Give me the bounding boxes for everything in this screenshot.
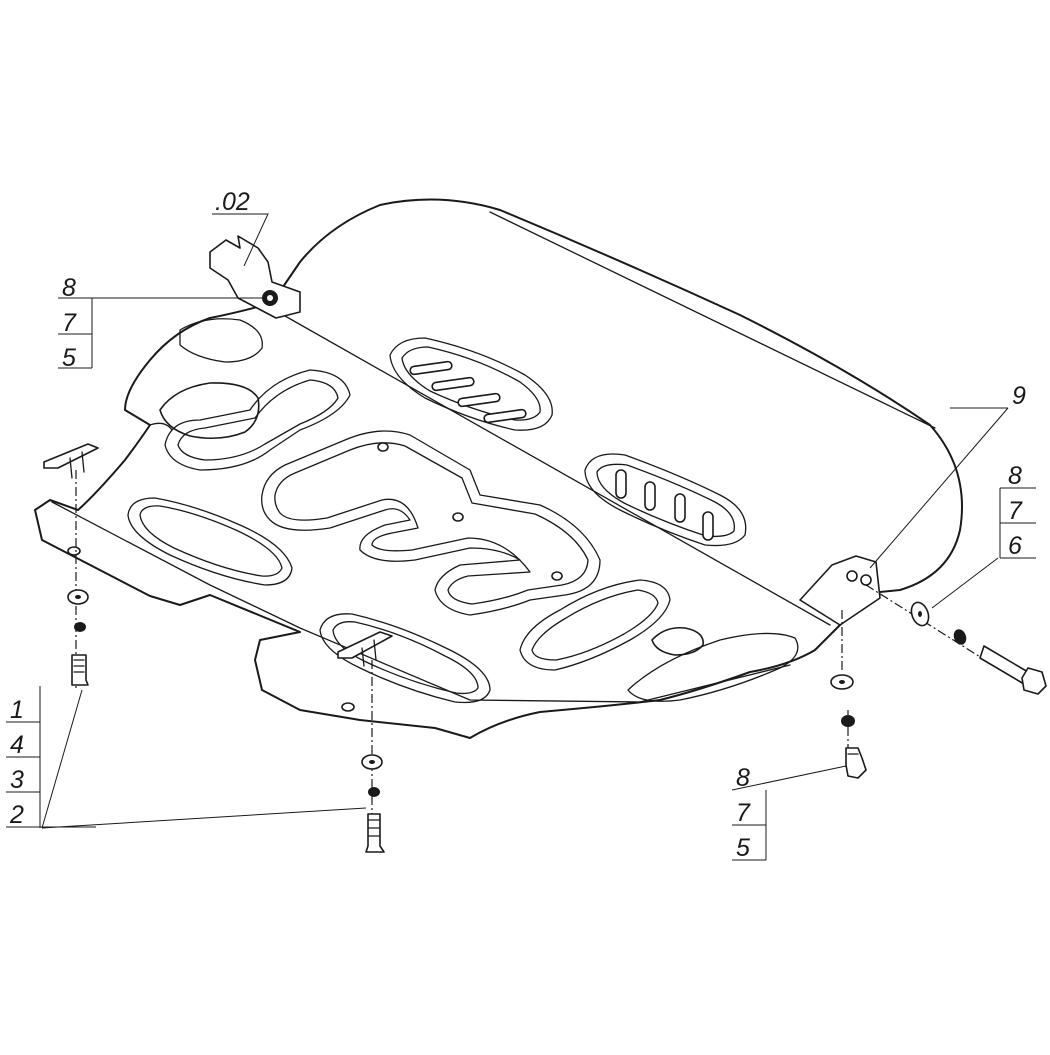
label-l-4: 4 bbox=[10, 731, 24, 759]
label-r-7: 7 bbox=[1008, 497, 1023, 525]
label-tl-5: 5 bbox=[62, 344, 76, 372]
label-r-6: 6 bbox=[1008, 532, 1022, 560]
stamped-ribs bbox=[127, 318, 799, 704]
label-tl-7: 7 bbox=[62, 309, 77, 337]
label-l-3: 3 bbox=[10, 766, 24, 794]
mounting-holes bbox=[67, 442, 563, 712]
center-clip bbox=[337, 631, 393, 667]
label-l-1: 1 bbox=[10, 696, 24, 724]
bolt-right bbox=[910, 601, 1047, 695]
vent-louvres-upper bbox=[409, 360, 527, 424]
fastener-stack-center bbox=[361, 754, 385, 853]
label-br-7: 7 bbox=[736, 799, 751, 827]
label-bracket-9: 9 bbox=[1012, 382, 1026, 410]
vent-louvres-lower bbox=[615, 469, 714, 541]
leader-lines bbox=[6, 213, 1009, 829]
label-r-8: 8 bbox=[1008, 462, 1022, 490]
fastener-axes bbox=[75, 470, 986, 850]
left-clip bbox=[43, 443, 99, 479]
top-bracket bbox=[209, 235, 301, 319]
fastener-stack-left bbox=[67, 589, 89, 686]
label-br-5: 5 bbox=[736, 834, 750, 862]
label-tl-8: 8 bbox=[62, 274, 76, 302]
fastener-stack-right-bottom bbox=[830, 674, 867, 779]
skid-plate bbox=[34, 198, 963, 739]
label-br-8: 8 bbox=[736, 764, 750, 792]
callout-left-stack bbox=[6, 686, 41, 828]
callout-right-stack bbox=[999, 487, 1036, 559]
label-part-02: .02 bbox=[215, 188, 250, 216]
label-l-2: 2 bbox=[9, 801, 24, 829]
callout-top-left-stack bbox=[58, 298, 93, 369]
callout-bottom-right-stack bbox=[732, 790, 767, 861]
